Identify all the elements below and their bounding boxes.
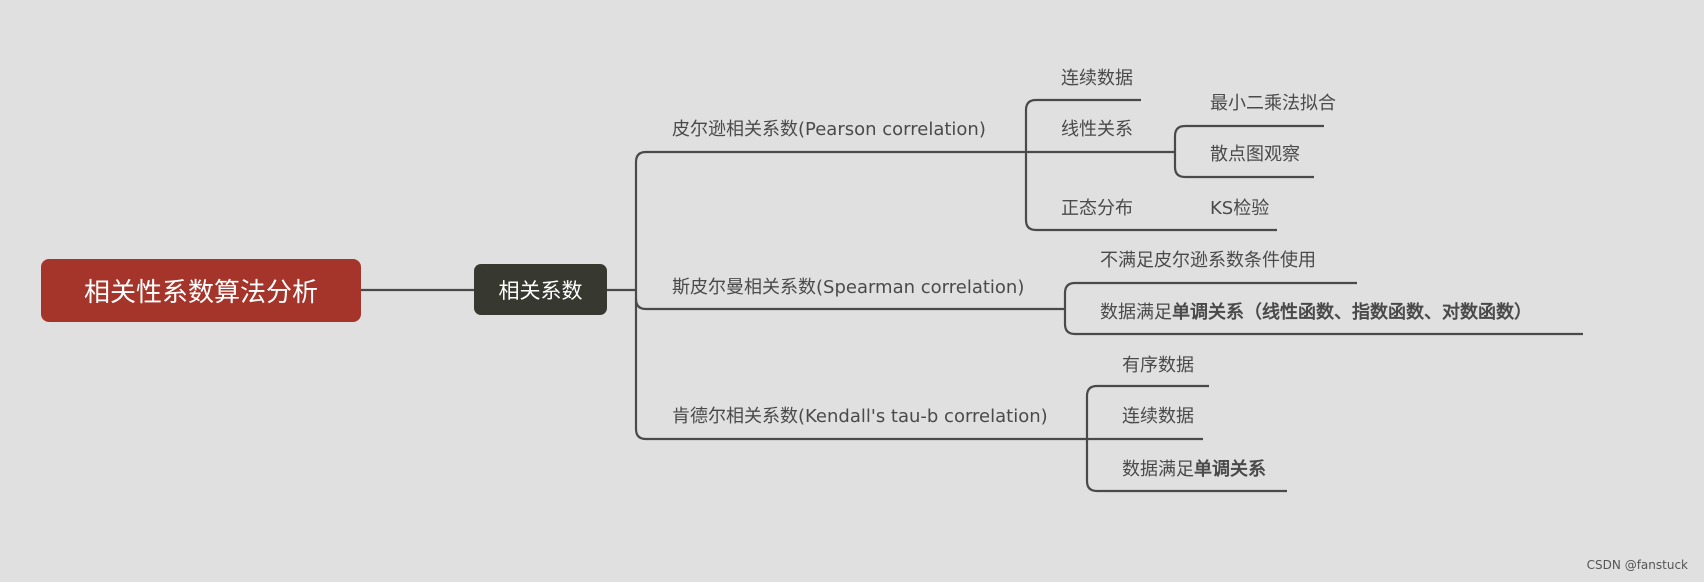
spearman-condition[interactable]: 不满足皮尔逊系数条件使用 xyxy=(1100,250,1316,271)
spearman-monotonic[interactable]: 数据满足单调关系（线性函数、指数函数、对数函数） xyxy=(1100,301,1532,325)
connector-linear-children xyxy=(1147,124,1324,179)
text-bold: 单调关系 xyxy=(1194,459,1266,480)
connector-kendall-children xyxy=(1085,384,1287,493)
connector-pearson-children xyxy=(998,98,1147,232)
branch-spearman[interactable]: 斯皮尔曼相关系数(Spearman correlation) xyxy=(672,277,1025,298)
connector-branch-spearman xyxy=(634,298,1065,311)
branch-pearson[interactable]: 皮尔逊相关系数(Pearson correlation) xyxy=(672,119,986,140)
connector-spine xyxy=(634,150,1087,441)
pearson-continuous-data[interactable]: 连续数据 xyxy=(1061,68,1133,89)
main-topic-node[interactable]: 相关系数 xyxy=(474,264,607,315)
kendall-monotonic[interactable]: 数据满足单调关系 xyxy=(1122,458,1266,482)
text-prefix: 数据满足 xyxy=(1122,459,1194,480)
ks-test[interactable]: KS检验 xyxy=(1210,198,1270,219)
pearson-normal-distribution[interactable]: 正态分布 xyxy=(1061,198,1133,219)
kendall-continuous-data[interactable]: 连续数据 xyxy=(1122,406,1194,427)
root-node[interactable]: 相关性系数算法分析 xyxy=(41,259,361,322)
main-topic-label: 相关系数 xyxy=(498,278,583,303)
kendall-ordinal-data[interactable]: 有序数据 xyxy=(1122,355,1194,376)
pearson-linear-relation[interactable]: 线性关系 xyxy=(1061,119,1133,140)
text-bold: 单调关系（线性函数、指数函数、对数函数） xyxy=(1172,302,1532,323)
root-label: 相关性系数算法分析 xyxy=(83,278,318,308)
scatter-plot-observation[interactable]: 散点图观察 xyxy=(1210,144,1300,165)
branch-kendall[interactable]: 肯德尔相关系数(Kendall's tau-b correlation) xyxy=(672,406,1048,427)
connector-spearman-children xyxy=(1063,281,1583,336)
watermark: CSDN @fanstuck xyxy=(1586,558,1688,572)
least-squares-fit[interactable]: 最小二乘法拟合 xyxy=(1210,93,1336,114)
text-prefix: 数据满足 xyxy=(1100,302,1172,323)
